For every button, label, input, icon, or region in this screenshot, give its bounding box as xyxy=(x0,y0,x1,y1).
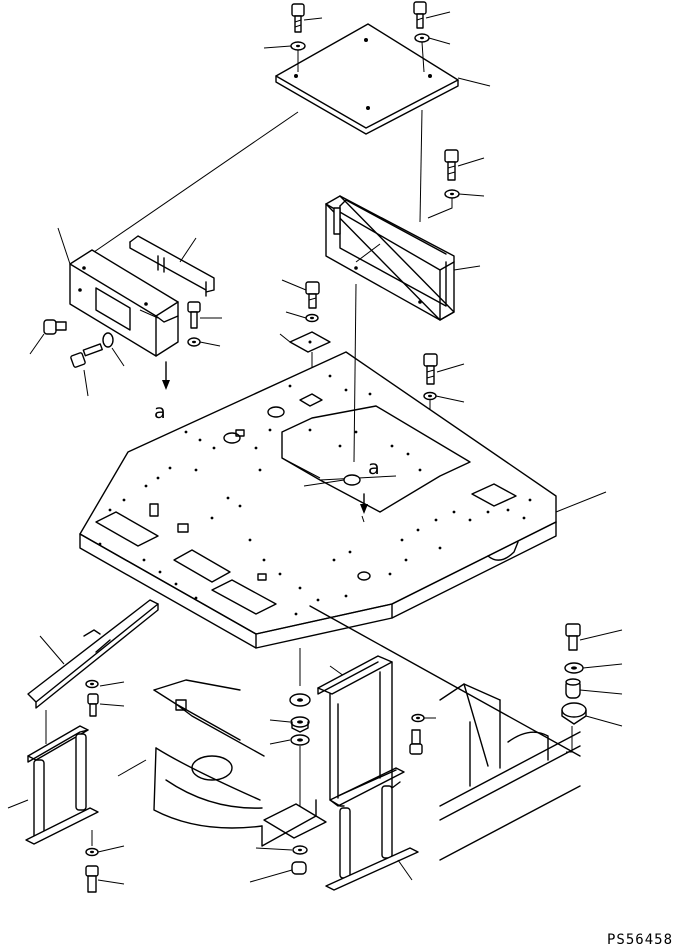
strut-bolt xyxy=(85,679,125,717)
leader-cover-to-box xyxy=(93,111,299,253)
view-arrow-left: a xyxy=(154,361,170,423)
plate-bolt xyxy=(279,279,331,392)
box-bolt-left xyxy=(70,332,125,397)
left-stand xyxy=(7,725,99,845)
center-mount-stack xyxy=(263,693,327,839)
diagonal-strut xyxy=(27,599,159,709)
right-mount-stack xyxy=(561,623,623,753)
top-cover-plate xyxy=(275,23,491,135)
stand-fastener xyxy=(409,713,436,755)
center-lower-washers xyxy=(249,845,308,883)
main-deck-plate xyxy=(79,351,607,649)
upright-stand xyxy=(317,655,419,891)
view-mark-center: a xyxy=(368,457,380,479)
drawing-code: PS56458 xyxy=(607,932,673,947)
leader-frame-to-deck xyxy=(353,283,357,463)
box-bolt-right xyxy=(187,301,222,347)
leader-cover-to-frame xyxy=(419,109,423,223)
angle-bracket xyxy=(129,235,215,297)
frame-bolt xyxy=(427,149,485,219)
base-frame xyxy=(117,605,581,861)
center-plug xyxy=(303,474,361,487)
view-mark-left: a xyxy=(154,401,166,423)
rectangular-frame xyxy=(325,195,481,321)
view-arrow-center: a xyxy=(360,457,380,523)
cover-bolt-left xyxy=(263,3,323,72)
cover-bolt-right xyxy=(413,1,451,73)
box-bracket xyxy=(57,227,179,357)
stand-bolt xyxy=(85,830,125,893)
box-knob xyxy=(29,319,67,355)
